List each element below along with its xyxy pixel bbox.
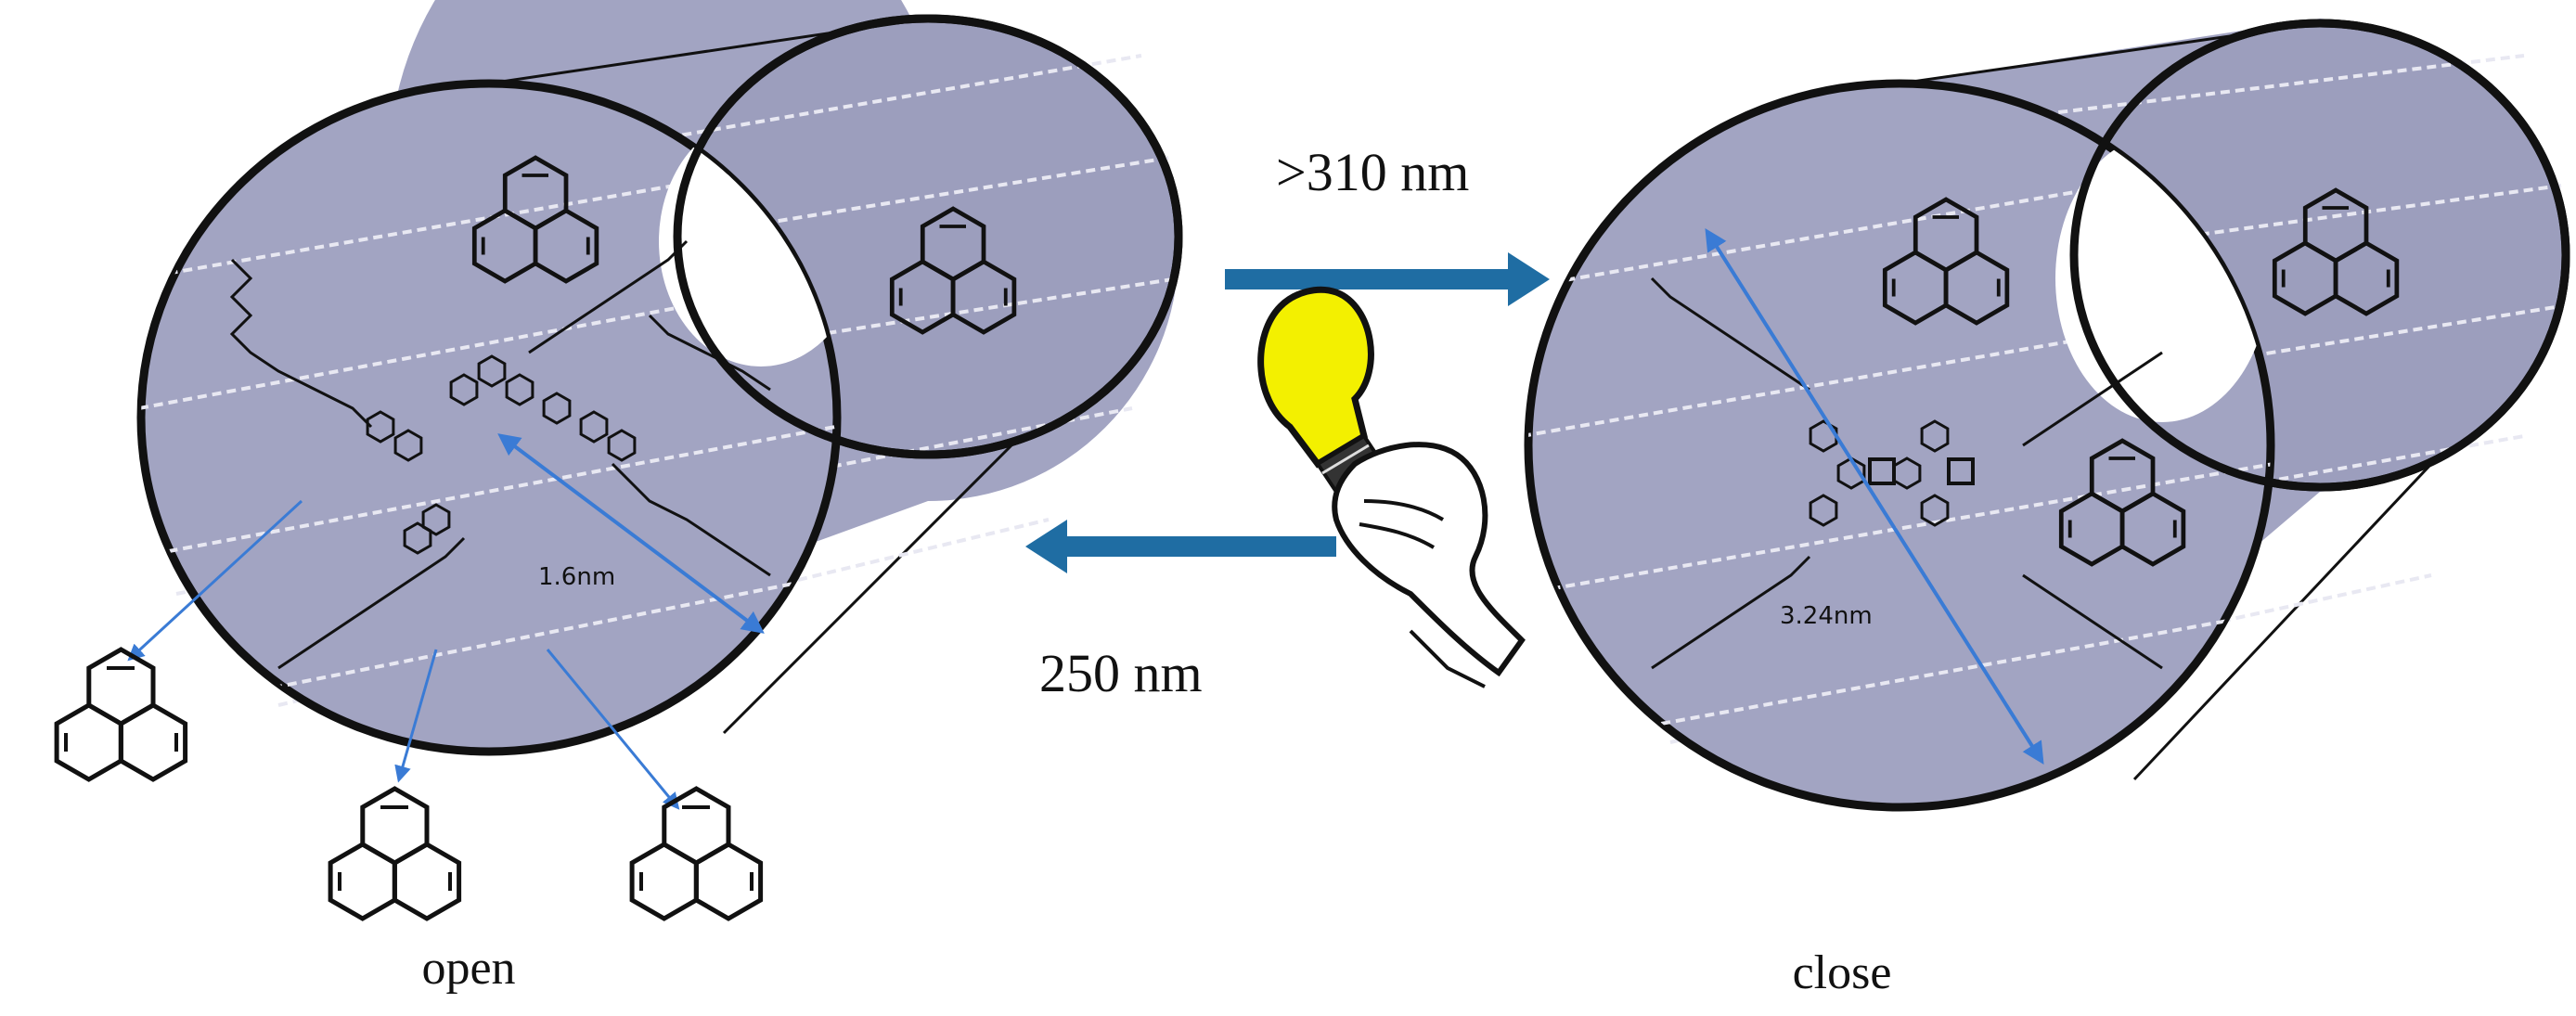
reverse-wavelength-label: 250 nm <box>1039 643 1203 703</box>
phenanthrene-icon <box>632 789 761 919</box>
reverse-arrow-shaft <box>1063 536 1336 557</box>
switching-arrows: >310 nm 250 nm <box>1025 142 1550 703</box>
release-arrow <box>394 649 438 783</box>
hand-icon <box>1332 442 1526 688</box>
open-pore-size-label: 1.6nm <box>538 563 615 591</box>
open-pore-cylinder: 1.6nm open <box>57 0 1183 995</box>
closed-state-label: close <box>1793 946 1892 999</box>
release-arrow <box>546 649 680 810</box>
pore-size-arrow <box>497 433 765 634</box>
forward-arrow-head <box>1508 252 1550 306</box>
phenanthrene-icon <box>330 789 459 919</box>
hull-edge-bottom <box>722 434 1023 735</box>
hull-edge-bottom <box>2132 462 2433 781</box>
forward-arrow-shaft <box>1225 269 1513 289</box>
closed-pore-cylinder: 3.24nm close <box>1524 19 2570 999</box>
reverse-arrow-head <box>1025 520 1067 573</box>
pore-size-arrow <box>1705 227 2044 765</box>
phenanthrene-icon <box>57 649 186 779</box>
light-bulb-icon <box>1257 286 1385 495</box>
forward-wavelength-label: >310 nm <box>1276 142 1469 202</box>
closed-pore-size-label: 3.24nm <box>1780 602 1873 630</box>
release-arrow <box>127 499 303 662</box>
open-state-label: open <box>421 942 515 995</box>
